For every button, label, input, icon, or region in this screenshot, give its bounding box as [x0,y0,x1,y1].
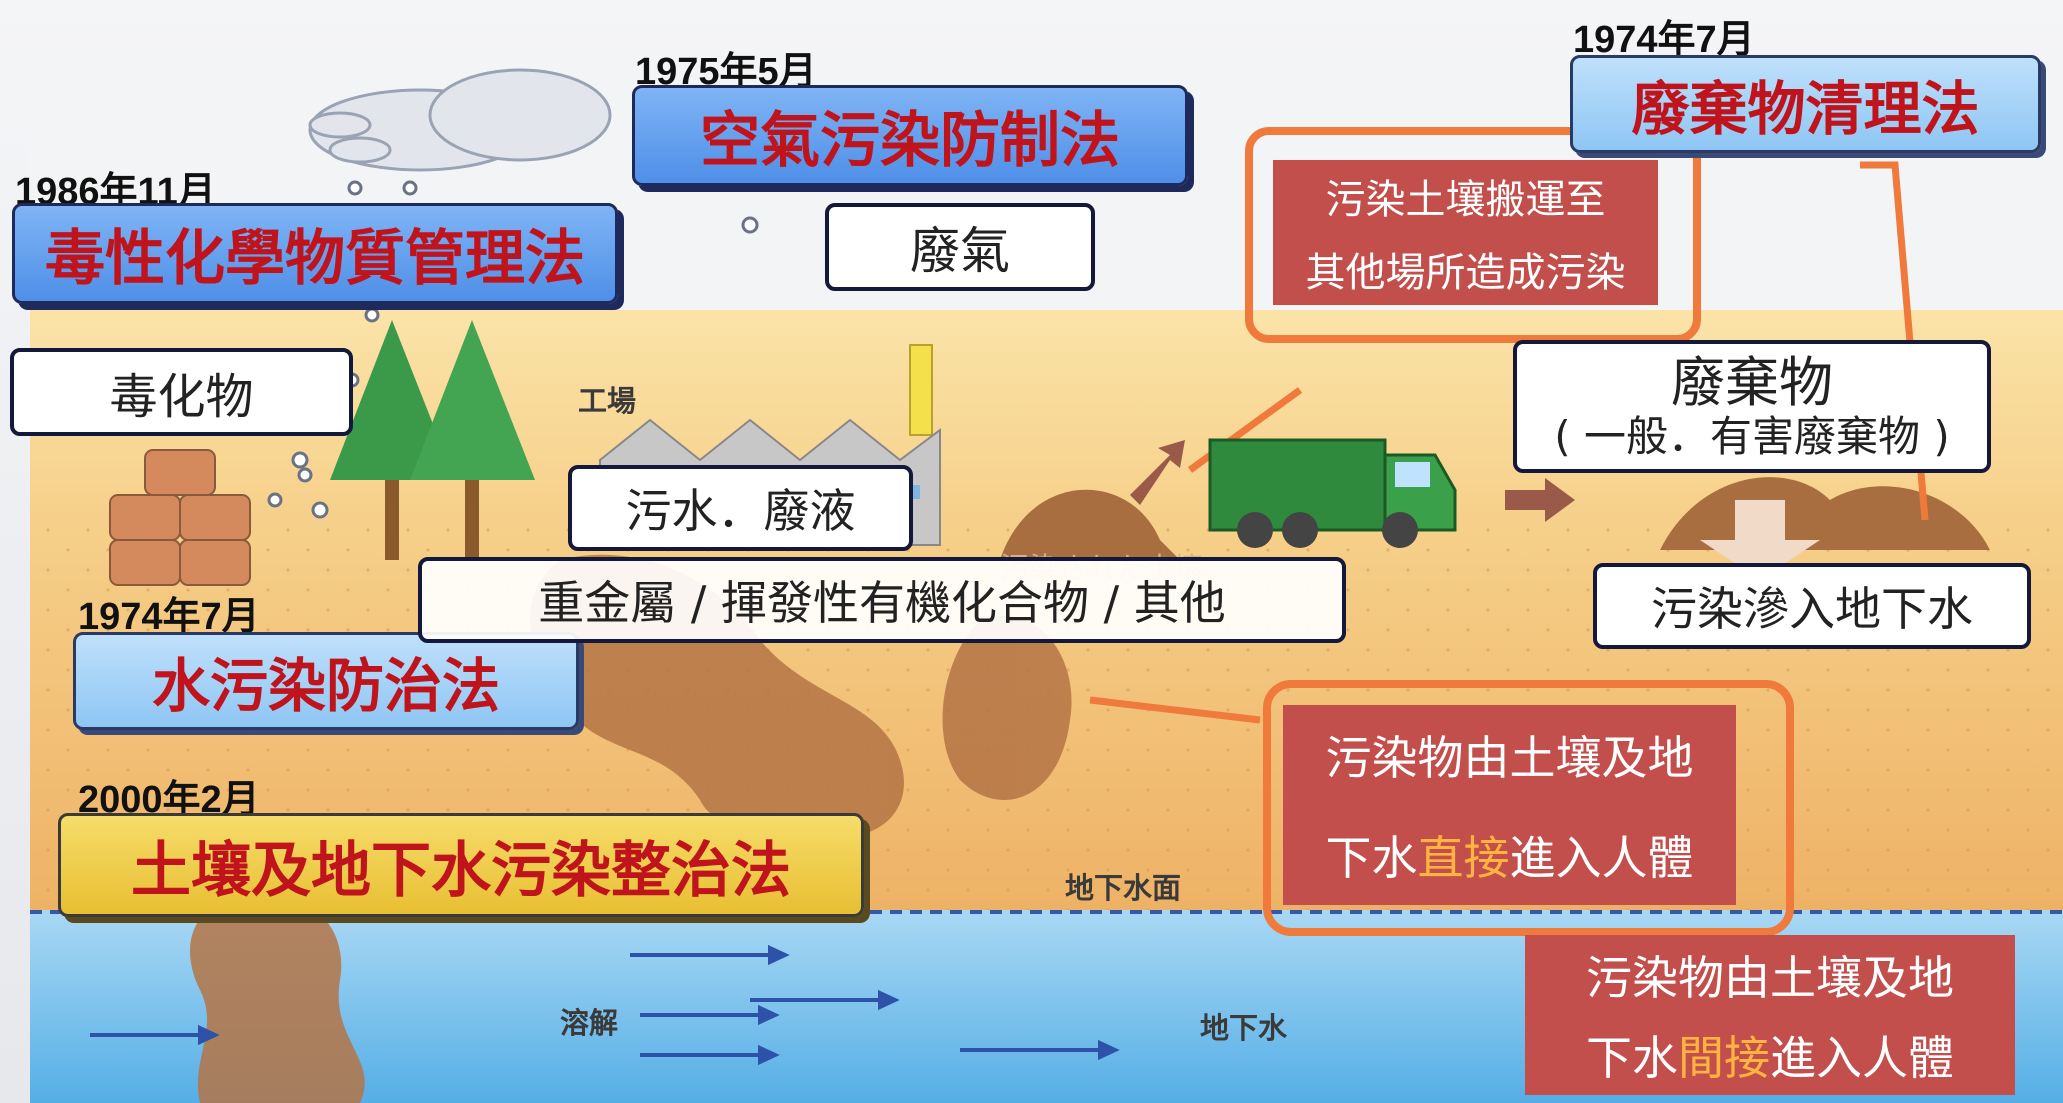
pollutants-box: 重金屬 / 揮發性有機化合物 / 其他 [418,557,1346,643]
groundwater-label: 地下水 [1200,1011,1288,1045]
trees-icon [330,320,535,560]
cloud-icon [308,68,612,172]
indirect-prefix: 下水 [1586,1031,1678,1085]
transport-frame [1245,127,1701,343]
water-law-year: 1974年7月 [78,596,260,638]
direct-exposure-frame [1263,680,1794,936]
indirect-suffix: 進入人體 [1770,1031,1954,1085]
indirect-highlight: 間接 [1678,1031,1770,1085]
toxic-chemicals-law-badge: 毒性化學物質管理法 [12,203,618,304]
air-pollution-law-badge: 空氣污染防制法 [632,85,1188,186]
soil-transport-box: 污染土壤搬運至 其他場所造成污染 [1273,160,1658,305]
soil-transport-line1: 污染土壤搬運至 [1325,177,1606,224]
exhaust-gas-box: 廢氣 [825,203,1095,291]
indirect-exposure-box: 污染物由土壤及地 下水間接進入人體 [1525,935,2015,1095]
indirect-exposure-line1: 污染物由土壤及地 [1586,951,1954,1005]
waste-disposal-law-badge: 廢棄物清理法 [1570,55,2041,153]
waste-box: 廢棄物 ( 一般．有害廢棄物 ) [1513,340,1991,473]
soil-groundwater-law-badge: 土壤及地下水污染整治法 [58,813,864,917]
water-pollution-law-badge: 水污染防治法 [73,632,579,730]
dump-mound-left [1000,489,1180,560]
leach-groundwater-box: 污染滲入地下水 [1593,563,2031,649]
waste-title: 廢棄物 [1671,350,1833,414]
direct-exposure-line2: 下水直接進入人體 [1326,822,1694,888]
barrels-icon [109,449,251,586]
toxic-substance-box: 毒化物 [10,348,353,436]
water-table-label: 地下水面 [1065,871,1182,905]
smoke-bubbles [267,180,759,519]
factory-label: 工場 [578,384,637,418]
direct-exposure-line1: 污染物由土壤及地 [1325,731,1694,785]
groundwater-flow-arrows [90,944,1120,1066]
direct-prefix: 下水 [1325,831,1418,885]
wastewater-box: 污水．廢液 [568,465,913,551]
soil-transport-line2: 其他場所造成污染 [1305,249,1626,296]
direct-exposure-box: 污染物由土壤及地 下水直接進入人體 [1283,705,1736,905]
direct-highlight: 直接 [1417,831,1510,885]
flow-arrows [1130,440,1820,580]
direct-suffix: 進入人體 [1509,831,1694,885]
truck-icon [1208,438,1457,548]
dissolve-label: 溶解 [560,1006,619,1040]
waste-subtitle: ( 一般．有害廢棄物 ) [1554,411,1950,461]
indirect-exposure-line2: 下水間接進入人體 [1586,1022,1954,1088]
waste-law-year: 1974年7月 [1573,19,1755,61]
